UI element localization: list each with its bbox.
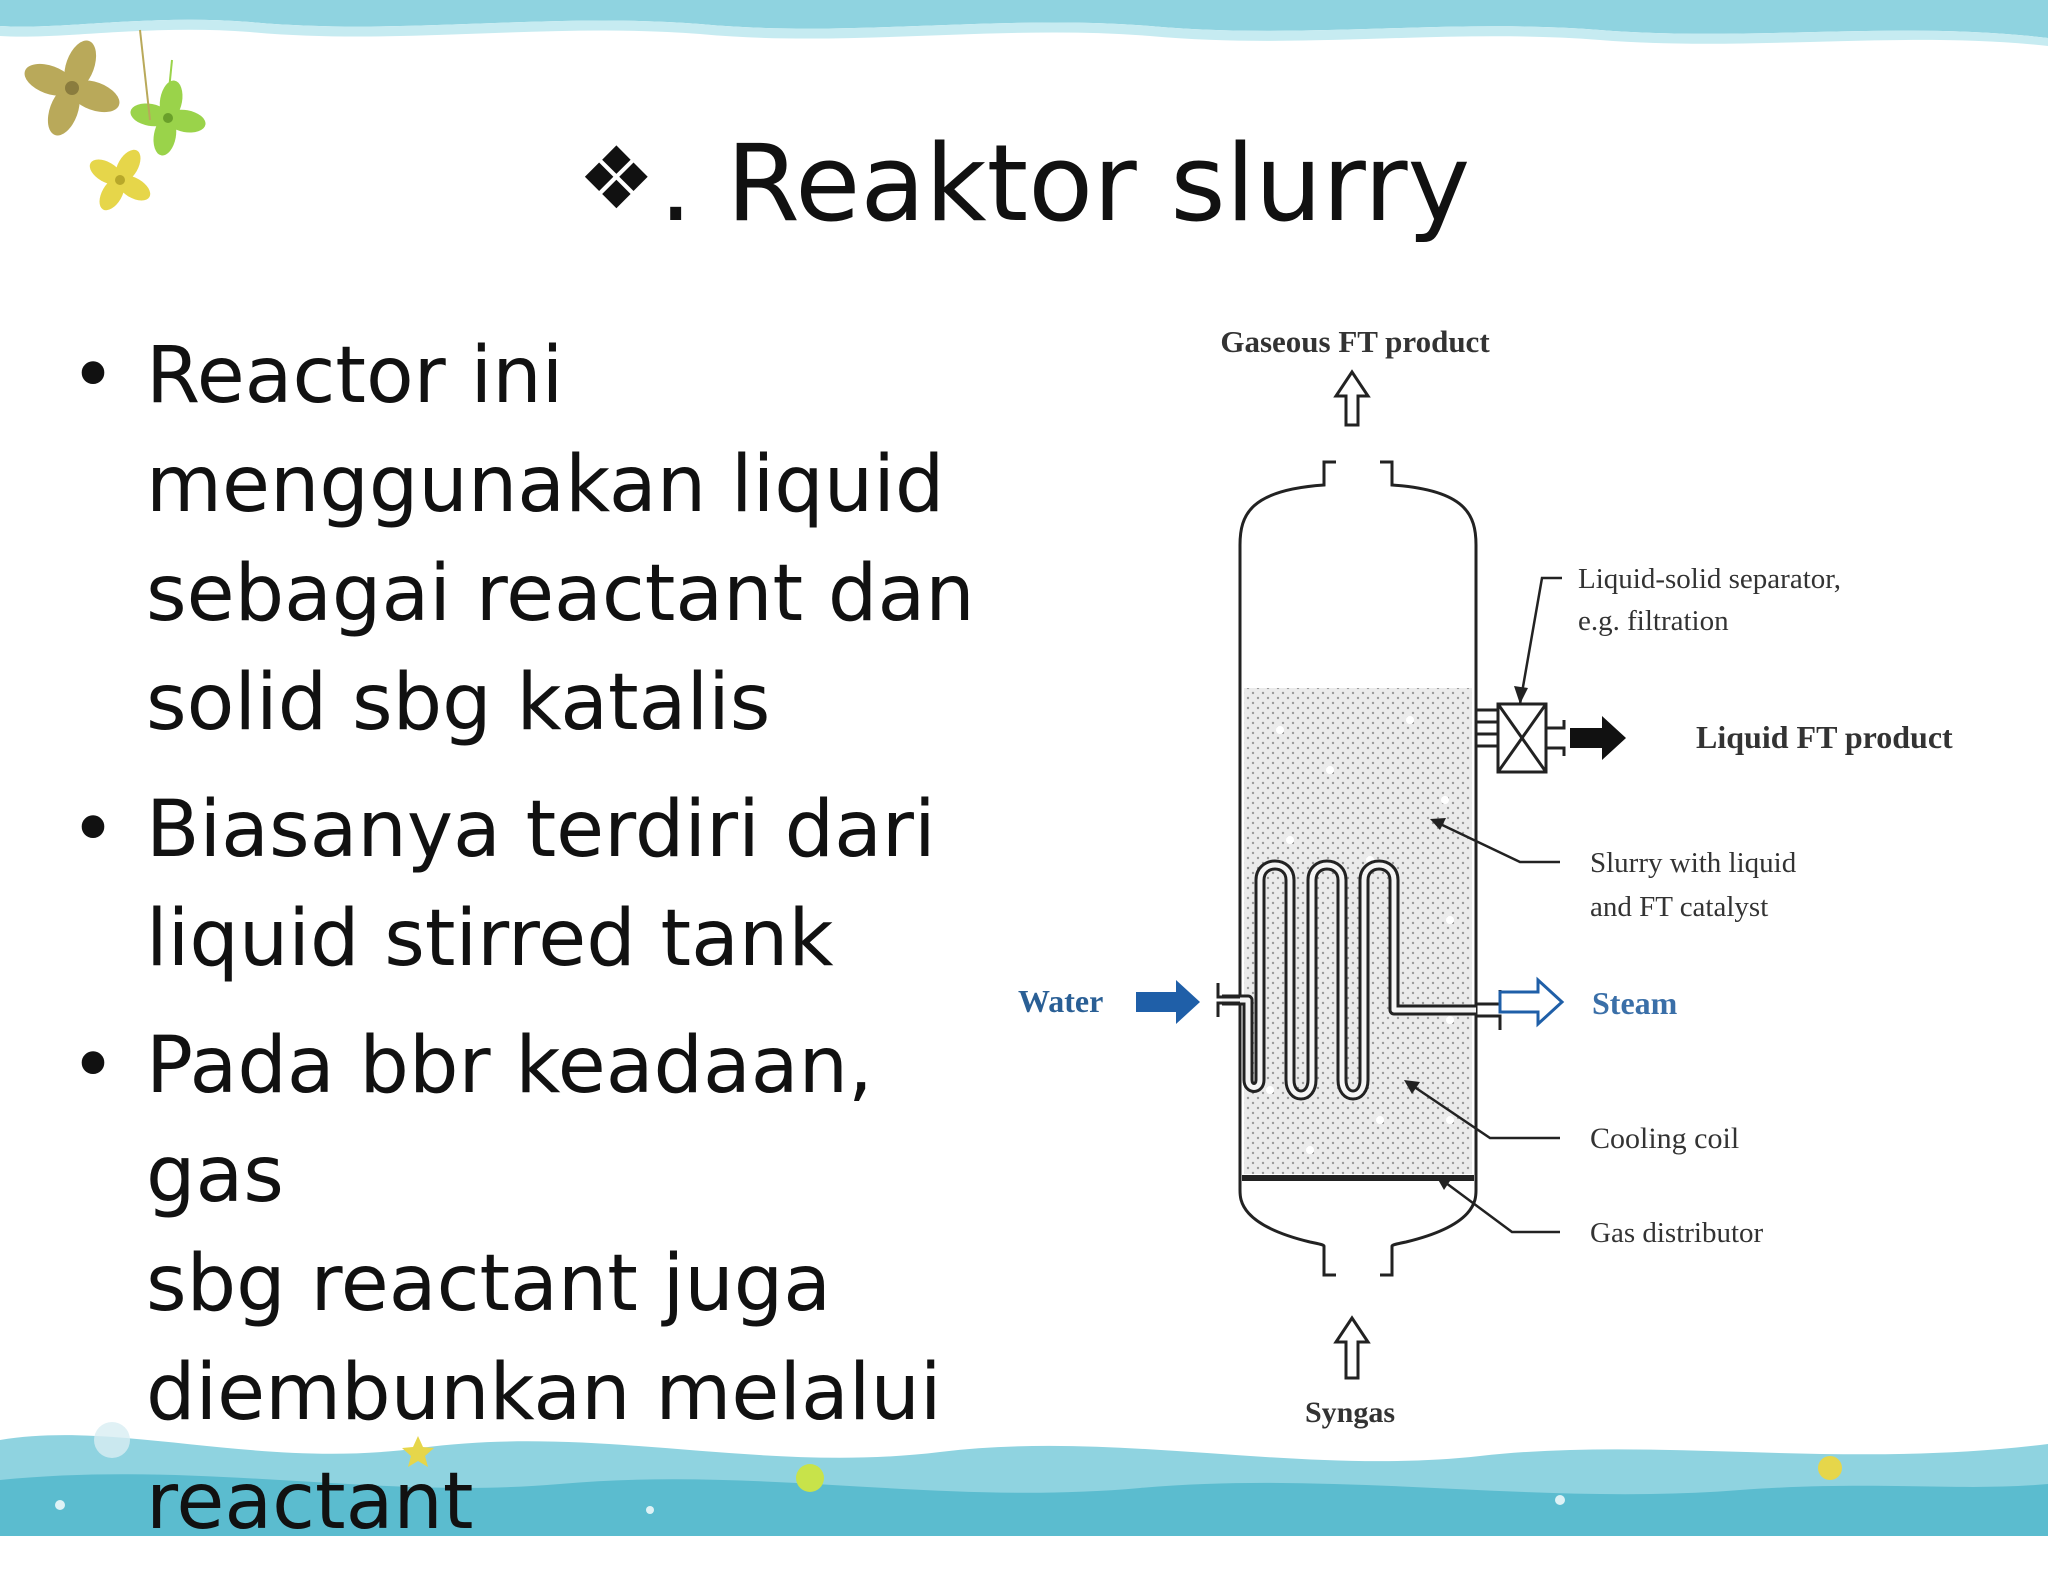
water-label: Water: [1018, 983, 1103, 1019]
pinwheel-flower-icon: [24, 40, 120, 136]
gas-outlet-arrow-icon: [1333, 369, 1371, 427]
slide-background: [0, 0, 2048, 1536]
slide-title: ❖. Reaktor slurry: [0, 120, 2048, 247]
gas-distributor-leader-line: [1441, 1178, 1560, 1234]
bottom-bubble: [1555, 1495, 1565, 1505]
pinwheel-flower-icon: [130, 80, 206, 156]
top-wave-highlight: [0, 19, 2048, 46]
syngas-label: Syngas: [1305, 1396, 1395, 1429]
bottom-bubble: [55, 1500, 65, 1510]
cooling-coil-leader-line: [1409, 1082, 1560, 1140]
steam-arrow-icon: [1498, 976, 1565, 1028]
bullet-marker: •: [70, 331, 117, 421]
bottom-wave-dark: [0, 1474, 2048, 1536]
separator-label-line2: e.g. filtration: [1578, 605, 1729, 637]
bullet-line: diembunkan melalui: [146, 1348, 942, 1438]
bullet-item: • Pada bbr keadaan, gas sbg reactant jug…: [70, 1012, 990, 1557]
bullet-line: reactant: [146, 1457, 474, 1547]
flower-stem: [139, 29, 151, 121]
bullet-line: menggunakan liquid: [146, 440, 945, 530]
bullet-line: liquid stirred tank: [146, 894, 834, 984]
bottom-bubble: [796, 1464, 824, 1492]
slurry-label-line1: Slurry with liquid: [1590, 847, 1797, 879]
slurry-reactor-diagram: Gaseous FT product Water Steam Liquid FT…: [1018, 324, 1953, 1429]
water-arrow-icon: [1136, 980, 1200, 1024]
separator-outlet-nozzle: [1546, 720, 1566, 756]
separator-pipe: [1476, 708, 1498, 748]
bottom-bubble: [646, 1506, 654, 1514]
slurry-leader-line: [1435, 820, 1560, 864]
water-inlet-nozzle: [1216, 983, 1240, 1017]
bullet-line: sbg reactant juga: [146, 1239, 832, 1329]
bullet-marker: •: [70, 785, 117, 875]
slurry-region: [1244, 688, 1472, 1174]
bullet-item: • Reactor ini menggunakan liquid sebagai…: [70, 322, 990, 758]
gaseous-product-label: Gaseous FT product: [1220, 324, 1490, 359]
bullet-line: sebagai reactant dan: [146, 549, 975, 639]
slurry-label-line2: and FT catalyst: [1590, 891, 1768, 923]
bullet-line: Biasanya terdiri dari: [146, 785, 936, 875]
gas-bubbles: [1256, 716, 1454, 1154]
reactor-vessel: [1238, 460, 1478, 1277]
top-wave-band: [0, 0, 2048, 38]
syngas-inlet-arrow-icon: [1333, 1315, 1371, 1380]
liquid-product-arrow-icon: [1570, 716, 1626, 760]
bottom-bubble: [1818, 1456, 1842, 1480]
bullet-line: solid sbg katalis: [146, 658, 771, 748]
steam-label: Steam: [1592, 985, 1678, 1021]
separator-label-line1: Liquid-solid separator,: [1578, 563, 1841, 595]
pinwheel-flower-icon: [89, 149, 151, 211]
bottom-star-icon: [402, 1436, 434, 1467]
separator-leader-line: [1518, 576, 1562, 705]
cooling-coil-label: Cooling coil: [1590, 1122, 1739, 1155]
diamond-bullet-icon: ❖: [577, 129, 655, 229]
bullet-line: Reactor ini: [146, 331, 564, 421]
bullet-line: Pada bbr keadaan, gas: [146, 1021, 873, 1220]
liquid-product-label: Liquid FT product: [1696, 719, 1953, 755]
slide-title-text: . Reaktor slurry: [658, 122, 1471, 245]
bullet-item: • Biasanya terdiri dari liquid stirred t…: [70, 776, 990, 994]
steam-outlet-nozzle: [1476, 990, 1502, 1030]
gas-distributor-label: Gas distributor: [1590, 1217, 1764, 1249]
bullet-list: • Reactor ini menggunakan liquid sebagai…: [70, 322, 990, 1575]
flower-stem: [167, 59, 173, 101]
bottom-bubble: [94, 1422, 130, 1458]
bullet-marker: •: [70, 1021, 117, 1111]
